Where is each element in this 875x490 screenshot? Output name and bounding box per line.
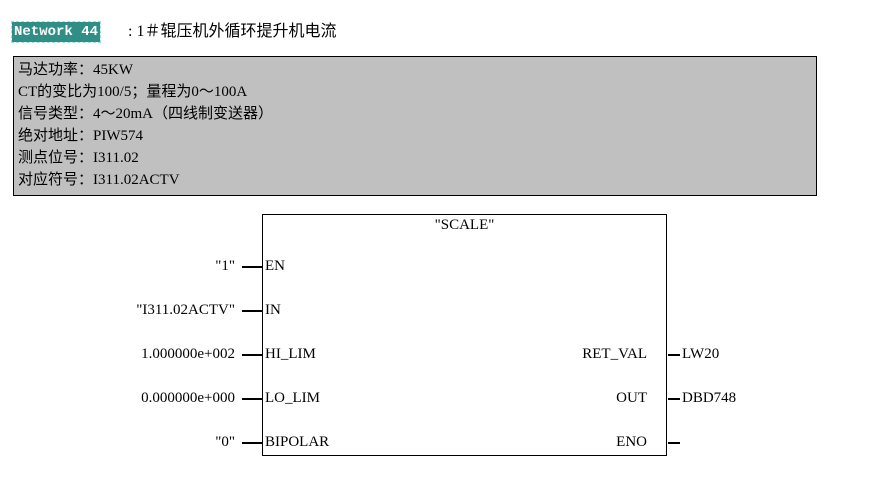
input-value-en[interactable]: "1" — [215, 258, 235, 274]
wire-out — [668, 398, 680, 400]
wire-lo-lim — [242, 398, 262, 400]
network-title: : 1＃辊压机外循环提升机电流 — [128, 23, 337, 40]
wire-bipolar — [242, 442, 262, 444]
output-value-out[interactable]: DBD748 — [682, 390, 737, 406]
output-value-ret-val[interactable]: LW20 — [682, 346, 720, 362]
comment-line: 绝对地址：PIW574 — [18, 128, 143, 144]
block-name: "SCALE" — [434, 217, 495, 233]
pin-hi-lim: HI_LIM — [265, 346, 316, 362]
comment-line: 对应符号：I311.02ACTV — [18, 172, 180, 188]
pin-ret-val: RET_VAL — [582, 346, 647, 362]
pin-lo-lim: LO_LIM — [265, 390, 320, 406]
wire-eno — [668, 442, 680, 444]
wire-en — [242, 266, 262, 268]
input-value-in[interactable]: "I311.02ACTV" — [136, 302, 235, 318]
pin-en: EN — [265, 258, 285, 274]
comment-line: 测点位号：I311.02 — [18, 150, 139, 166]
comment-line: 马达功率：45KW — [18, 62, 133, 78]
pin-bipolar: BIPOLAR — [265, 434, 330, 450]
comment-line: CT的变比为100/5；量程为0～100A — [18, 84, 248, 100]
network-comment[interactable]: 马达功率：45KW CT的变比为100/5；量程为0～100A 信号类型：4～2… — [13, 56, 817, 196]
pin-in: IN — [265, 302, 281, 318]
wire-hi-lim — [242, 354, 262, 356]
wire-ret-val — [668, 354, 680, 356]
pin-eno: ENO — [616, 434, 647, 450]
wire-in — [242, 310, 262, 312]
pin-out: OUT — [616, 390, 647, 406]
input-value-lo-lim[interactable]: 0.000000e+000 — [141, 390, 235, 406]
input-value-bipolar[interactable]: "0" — [215, 434, 235, 450]
scale-function-block[interactable] — [262, 214, 667, 456]
network-label[interactable]: Network 44 — [10, 21, 102, 43]
comment-line: 信号类型：4～20mA（四线制变送器） — [18, 106, 274, 122]
input-value-hi-lim[interactable]: 1.000000e+002 — [141, 346, 235, 362]
